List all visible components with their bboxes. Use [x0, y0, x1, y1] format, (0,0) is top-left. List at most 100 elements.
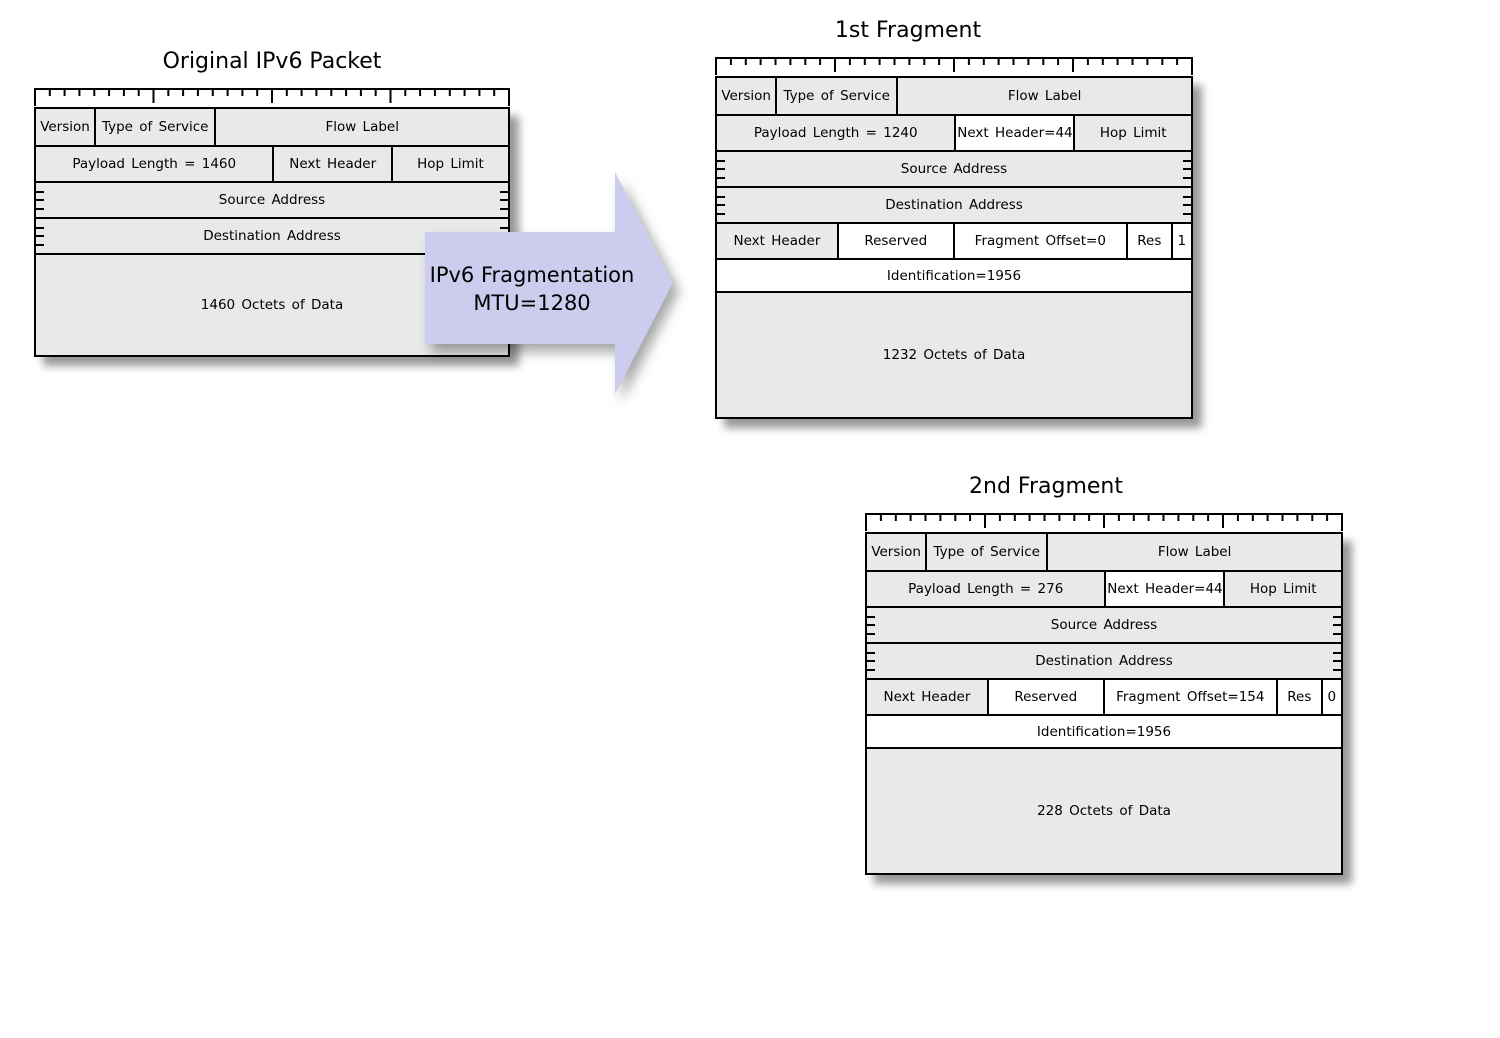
field-identification: Identification=1956: [867, 716, 1341, 747]
identification-row: Identification=1956: [867, 714, 1341, 747]
break-tick: [867, 668, 875, 671]
packet-title: 1st Fragment: [834, 18, 982, 43]
header-row-2: Payload Length = 1460 Next Header Hop Li…: [36, 145, 508, 181]
fragment-header-row: Next Header Reserved Fragment Offset=154…: [867, 678, 1341, 714]
field-next-header: Next Header: [272, 147, 391, 181]
break-tick: [867, 615, 875, 618]
fragmentation-arrow: IPv6 Fragmentation MTU=1280: [425, 172, 677, 396]
field-fragment-offset: Fragment Offset=154: [1102, 680, 1277, 714]
break-tick: [867, 632, 875, 635]
field-source-address: Source Address: [717, 152, 1191, 186]
first-fragment-diagram: 1st Fragment Version Type of Service Flo…: [715, 18, 1193, 419]
source-address-row: Source Address: [717, 150, 1191, 186]
break-tick: [500, 207, 508, 210]
break-tick: [1183, 176, 1191, 179]
break-tick: [36, 207, 44, 210]
source-address-row: Source Address: [867, 606, 1341, 642]
packet-table: Version Type of Service Flow Label Paylo…: [715, 76, 1193, 419]
packet-title: 2nd Fragment: [969, 474, 1123, 499]
field-destination-address: Destination Address: [867, 644, 1341, 678]
field-fragment-next-header: Next Header: [867, 680, 987, 714]
data-row: 1232 Octets of Data: [717, 291, 1191, 417]
break-tick: [36, 226, 44, 229]
field-version: Version: [36, 109, 95, 145]
break-tick: [717, 212, 725, 215]
break-tick: [1183, 212, 1191, 215]
field-flow-label: Flow Label: [214, 109, 508, 145]
right-arrow-shape: [425, 172, 673, 394]
break-tick: [36, 199, 44, 201]
break-tick: [1333, 668, 1341, 671]
break-tick: [867, 624, 875, 626]
field-reserved: Reserved: [836, 224, 953, 258]
break-tick: [717, 159, 725, 162]
field-fragment-next-header: Next Header: [717, 224, 837, 258]
field-type-of-service: Type of Service: [94, 109, 215, 145]
destination-address-row: Destination Address: [867, 642, 1341, 678]
field-flow-label: Flow Label: [1046, 534, 1341, 570]
field-hop-limit: Hop Limit: [390, 147, 508, 181]
second-fragment-diagram: 2nd Fragment Version Type of Service Flo…: [865, 474, 1343, 875]
break-tick: [1333, 660, 1341, 662]
field-identification: Identification=1956: [717, 260, 1191, 291]
packet-table: Version Type of Service Flow Label Paylo…: [865, 532, 1343, 875]
arrow-label-line1: IPv6 Fragmentation: [429, 263, 635, 287]
field-m-flag: 0: [1320, 680, 1341, 714]
field-payload-length: Payload Length = 1460: [36, 147, 273, 181]
field-hop-limit: Hop Limit: [1073, 116, 1191, 150]
packet-title: Original IPv6 Packet: [162, 49, 382, 74]
field-source-address: Source Address: [867, 608, 1341, 642]
break-tick: [1333, 651, 1341, 654]
identification-row: Identification=1956: [717, 258, 1191, 291]
break-tick: [500, 199, 508, 201]
field-hop-limit: Hop Limit: [1223, 572, 1341, 606]
break-tick: [717, 195, 725, 198]
break-tick: [867, 651, 875, 654]
field-version: Version: [867, 534, 926, 570]
data-row: 228 Octets of Data: [867, 747, 1341, 873]
fragment-header-row: Next Header Reserved Fragment Offset=0 R…: [717, 222, 1191, 258]
break-tick: [1183, 195, 1191, 198]
source-address-row: Source Address: [36, 181, 508, 217]
field-type-of-service: Type of Service: [775, 78, 897, 114]
header-row-1: Version Type of Service Flow Label: [867, 534, 1341, 570]
break-tick: [1183, 159, 1191, 162]
field-destination-address: Destination Address: [717, 188, 1191, 222]
field-next-header: Next Header=44: [1104, 572, 1224, 606]
header-row-1: Version Type of Service Flow Label: [36, 109, 508, 145]
bit-ruler: [715, 57, 1193, 75]
bit-ruler: [34, 88, 510, 106]
field-fragment-offset: Fragment Offset=0: [952, 224, 1127, 258]
field-version: Version: [717, 78, 776, 114]
break-tick: [717, 204, 725, 206]
break-tick: [1333, 615, 1341, 618]
break-tick: [500, 190, 508, 193]
break-tick: [36, 190, 44, 193]
break-tick: [500, 226, 508, 229]
field-data-payload: 228 Octets of Data: [867, 749, 1341, 873]
break-tick: [1333, 624, 1341, 626]
field-flow-label: Flow Label: [896, 78, 1191, 114]
destination-address-row: Destination Address: [717, 186, 1191, 222]
field-type-of-service: Type of Service: [925, 534, 1047, 570]
field-next-header: Next Header=44: [954, 116, 1074, 150]
break-tick: [1333, 632, 1341, 635]
header-row-2: Payload Length = 1240 Next Header=44 Hop…: [717, 114, 1191, 150]
break-tick: [717, 176, 725, 179]
header-row-1: Version Type of Service Flow Label: [717, 78, 1191, 114]
break-tick: [36, 235, 44, 237]
field-payload-length: Payload Length = 1240: [717, 116, 955, 150]
break-tick: [717, 168, 725, 170]
field-reserved: Reserved: [986, 680, 1103, 714]
break-tick: [36, 243, 44, 246]
break-tick: [1183, 204, 1191, 206]
field-m-flag: 1: [1170, 224, 1191, 258]
field-res-flags: Res: [1126, 224, 1171, 258]
header-row-2: Payload Length = 276 Next Header=44 Hop …: [867, 570, 1341, 606]
field-data-payload: 1232 Octets of Data: [717, 293, 1191, 417]
arrow-label: IPv6 Fragmentation MTU=1280: [425, 261, 639, 317]
field-source-address: Source Address: [36, 183, 508, 217]
break-tick: [1183, 168, 1191, 170]
bit-ruler: [865, 513, 1343, 531]
